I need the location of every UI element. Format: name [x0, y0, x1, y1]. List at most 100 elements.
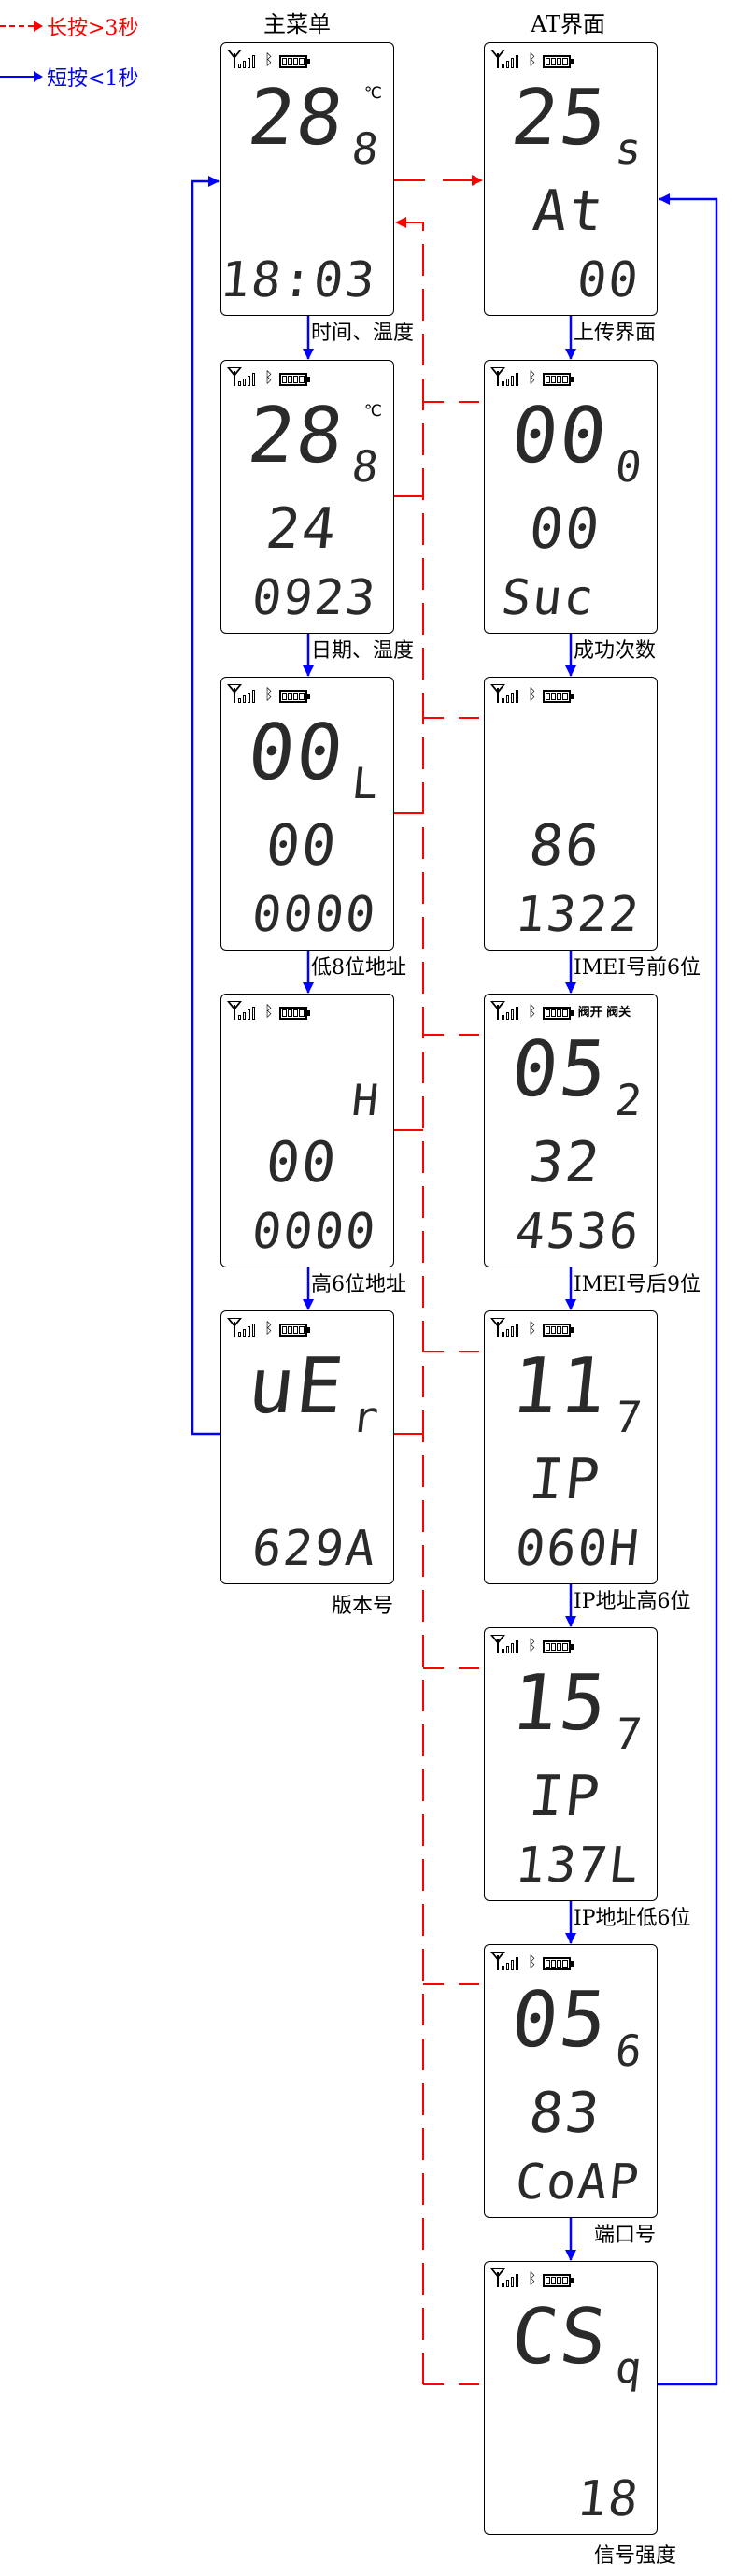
status-bar: ᛒ 阀开 阀关 [490, 999, 631, 1020]
lcd-panel-low-address: ᛒ 00 L 00 0000 [220, 677, 394, 951]
lcd-bottom-digits: 629A [248, 1521, 380, 1577]
status-bar: ᛒ [490, 682, 574, 703]
status-bar: ᛒ [490, 1633, 574, 1653]
legend-long-press-label: 长按>3秒 [47, 17, 139, 40]
main-menu-title: 主菜单 [263, 11, 331, 37]
celsius-unit: ℃ [363, 84, 382, 103]
status-bar: ᛒ [490, 48, 574, 68]
arrow-right-icon [34, 21, 43, 32]
bluetooth-icon: ᛒ [264, 685, 274, 703]
dashed-line-icon [0, 25, 34, 27]
caption-ip-low6: IP地址低6位 [574, 1907, 691, 1930]
lcd-bottom-digits: 18 [574, 2471, 644, 2527]
lcd-panel-imei-last9: ᛒ 阀开 阀关 05 2 32 4536 [484, 994, 658, 1267]
caption-success-count: 成功次数 [574, 639, 657, 663]
bluetooth-icon: ᛒ [264, 1002, 274, 1020]
lcd-panel-version: ᛒ uE r 629A [220, 1310, 394, 1584]
battery-icon [542, 690, 574, 703]
battery-icon [542, 1640, 574, 1653]
battery-icon [278, 373, 310, 386]
lcd-bottom-digits: 0000 [248, 887, 380, 943]
lcd-top-digits: 11 [507, 1342, 614, 1431]
lcd-bottom-digits: 0923 [248, 570, 380, 626]
status-bar: ᛒ [227, 1316, 310, 1337]
signal-antenna-icon [490, 1635, 522, 1653]
valve-status-indicator: 阀开 阀关 [577, 1006, 631, 1020]
lcd-top-digits: 28 [244, 392, 350, 480]
bluetooth-icon: ᛒ [528, 368, 537, 386]
lcd-bottom-digits: CoAP [512, 2154, 644, 2211]
status-bar: ᛒ [227, 682, 310, 703]
caption-ip-high6: IP地址高6位 [574, 1590, 691, 1613]
bluetooth-icon: ᛒ [528, 1002, 537, 1020]
caption-date-temp: 日期、温度 [311, 639, 415, 663]
signal-antenna-icon [227, 1001, 259, 1020]
bluetooth-icon: ᛒ [264, 1319, 274, 1337]
lcd-mid-digits: At [530, 179, 608, 244]
signal-antenna-icon [490, 684, 522, 703]
lcd-panel-ip-low6: ᛒ 15 7 IP 137L [484, 1627, 658, 1901]
bluetooth-icon: ᛒ [528, 685, 537, 703]
signal-antenna-icon [227, 50, 259, 68]
lcd-top-digits: 25 [507, 74, 614, 163]
lcd-top-small-digit: 2 [613, 1075, 646, 1125]
lcd-top-small-digit: r [349, 1392, 383, 1442]
battery-icon [542, 55, 574, 68]
battery-icon [278, 690, 310, 703]
caption-imei-first6: IMEI号前6位 [574, 956, 701, 980]
bluetooth-icon: ᛒ [264, 368, 274, 386]
lcd-mid-digits: 00 [262, 813, 341, 879]
lcd-bottom-digits: 060H [512, 1521, 644, 1577]
lcd-top-small-digit: H [349, 1075, 383, 1125]
lcd-panel-high-address: ᛒ H 00 0000 [220, 994, 394, 1267]
battery-icon [278, 1324, 310, 1337]
lcd-bottom-digits: 4536 [512, 1204, 644, 1260]
lcd-top-digits: CS [507, 2293, 614, 2382]
status-bar: ᛒ [490, 1316, 574, 1337]
caption-time-temp: 时间、温度 [311, 322, 415, 345]
lcd-top-small-digit: L [349, 758, 383, 809]
lcd-top-digits: 28 [244, 74, 350, 163]
lcd-panel-date-temp: ᛒ 28 8 ℃ 24 0923 [220, 360, 394, 634]
status-bar: ᛒ [490, 2267, 574, 2287]
legend-long-press: 长按>3秒 [0, 11, 138, 41]
lcd-bottom-digits: Suc [498, 570, 599, 626]
lcd-top-digits: uE [244, 1342, 350, 1431]
lcd-top-small-digit: 7 [613, 1709, 646, 1759]
lcd-panel-main-time-temp: ᛒ 28 8 ℃ 18:03 [218, 42, 394, 316]
caption-imei-last9: IMEI号后9位 [574, 1273, 701, 1296]
lcd-panel-ip-high6: ᛒ 11 7 IP 060H [484, 1310, 658, 1584]
bluetooth-icon: ᛒ [528, 1953, 537, 1970]
battery-icon [542, 1324, 574, 1337]
long-press-return-to-main [395, 217, 424, 2384]
caption-port: 端口号 [594, 2224, 657, 2247]
lcd-mid-digits: 00 [262, 1130, 341, 1195]
lcd-top-small-digit: 7 [613, 1392, 646, 1442]
caption-version: 版本号 [332, 1595, 394, 1618]
signal-antenna-icon [490, 367, 522, 386]
signal-antenna-icon [490, 1952, 522, 1970]
bluetooth-icon: ᛒ [264, 50, 274, 68]
battery-icon [542, 2274, 574, 2287]
signal-antenna-icon [490, 2268, 522, 2287]
short-press-loop-to-main [191, 176, 220, 1436]
battery-icon [278, 1007, 310, 1020]
lcd-bottom-digits: 18:03 [218, 252, 380, 308]
battery-icon [542, 1007, 574, 1020]
legend-short-press-label: 短按<1秒 [47, 67, 139, 91]
status-bar: ᛒ [227, 48, 310, 68]
lcd-bottom-digits: 137L [512, 1838, 644, 1894]
bluetooth-icon: ᛒ [528, 2269, 537, 2287]
lcd-panel-signal-strength: ᛒ CS q 18 [484, 2261, 658, 2535]
short-press-loop-to-at [658, 193, 718, 2386]
status-bar: ᛒ [227, 999, 310, 1020]
celsius-unit: ℃ [363, 402, 382, 421]
lcd-top-small-digit: q [613, 2342, 646, 2393]
battery-icon [542, 1957, 574, 1970]
arrow-right-icon [34, 71, 43, 82]
signal-antenna-icon [227, 1318, 259, 1337]
bluetooth-icon: ᛒ [528, 1636, 537, 1653]
lcd-mid-digits: IP [526, 1447, 604, 1512]
lcd-top-digits: 00 [507, 392, 614, 480]
